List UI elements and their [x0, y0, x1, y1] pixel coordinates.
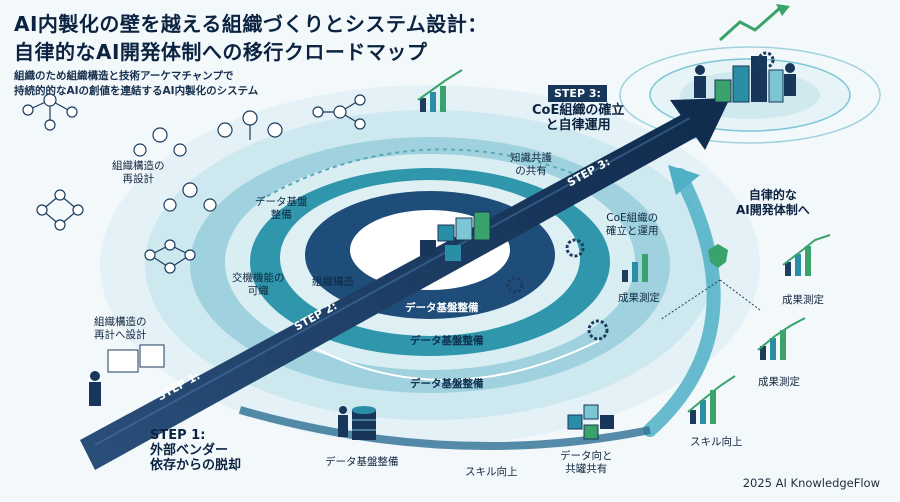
bar-chart-icon-right-2 — [757, 317, 806, 360]
footer-credit: 2025 AI KnowledgeFlow — [742, 476, 880, 490]
bottom-data-share-label: データ向と 共罐共有 — [560, 450, 613, 476]
page-title-line2: 自律的なAI開発体制への移行クロードマップ — [14, 40, 428, 64]
subtitle-line2: 持続的的なAIの創値を連結するAI内製化のシステム — [14, 85, 259, 97]
coe-ring-label-line1: CoE組織の — [606, 212, 659, 224]
measure-ring-label: 成果測定 — [618, 292, 660, 304]
measure-label-2: 成果測定 — [758, 376, 800, 388]
dashboard-icon-left-2 — [139, 344, 165, 368]
bar-chart-icon-top — [417, 69, 463, 112]
skill-up-right-label: スキル向上 — [690, 436, 743, 448]
knowledge-share-label: 知識共護 の共有 — [510, 152, 552, 178]
main-arrow-head — [670, 98, 730, 150]
autonomous-label: 自律的な AI開発体制へ — [736, 188, 810, 218]
autonomous-label-line1: 自律的な — [748, 188, 797, 202]
outer-band-label: データ基盤整備 — [410, 378, 484, 390]
org-recalc-label-line1: 組織構造の — [94, 316, 147, 328]
middle-band-label: データ基盤整備 — [410, 335, 484, 347]
main-arrow-body — [80, 110, 700, 470]
bottom-skill-up-label: スキル向上 — [465, 466, 518, 478]
cycle-arrow-top — [259, 148, 591, 201]
org-structure-ring-label: 組織構造 — [312, 276, 354, 288]
connector-right — [659, 279, 761, 321]
org-recalc-label-line2: 再計へ設計 — [94, 329, 147, 341]
network-icon-top — [312, 94, 366, 130]
org-redesign-label-line2: 再設計 — [122, 173, 155, 185]
bottom-data-infra-label: データ基盤整備 — [325, 456, 399, 468]
people-network-icon-2 — [133, 127, 187, 157]
step3-title-line1: CoE組織の確立 — [532, 103, 625, 118]
cycle-arrow-bottom — [299, 339, 601, 381]
page-title-line1: AI内製化の壁を越える組織づくりとシステム設計： — [14, 12, 488, 36]
person-icon-bottom — [338, 406, 348, 437]
data-infra-ring-label-line1: データ基盤 — [255, 196, 308, 208]
exchange-function-label: 交機機能の 可織 — [232, 272, 285, 298]
data-infra-ring-label: データ基盤 整備 — [255, 196, 308, 222]
subtitle-line1: 組織のため組織構造と技術アーケマチャンプで — [14, 70, 234, 82]
step3-badge: STEP 3: — [548, 85, 607, 102]
people-network-icon-3 — [163, 182, 217, 212]
core-cubes-icon — [420, 211, 491, 261]
bottom-data-share-label-line1: データ向と — [560, 450, 613, 462]
step1-block-title-line1: 外部ベンダー — [150, 443, 229, 458]
dashboard-icon-left — [107, 349, 139, 373]
measure-label-1: 成果測定 — [782, 294, 824, 306]
knowledge-share-label-line2: の共有 — [515, 165, 547, 177]
coe-ring-label: CoE組織の 確立と運用 — [606, 212, 659, 238]
exchange-function-label-line2: 可織 — [247, 285, 269, 297]
step1-block-title-line2: 依存からの脱却 — [150, 458, 242, 473]
share-cubes-icon — [567, 404, 614, 440]
network-icon-left-1 — [22, 93, 78, 131]
gear-icon-3 — [506, 276, 524, 294]
people-network-icon — [217, 110, 283, 140]
step3-title-line2: と自律運用 — [545, 118, 611, 133]
bar-chart-icon-ring — [622, 254, 648, 282]
main-arrow-stripe — [94, 117, 691, 446]
inner-band-label: データ基盤整備 — [405, 302, 479, 314]
bar-chart-icon-right-3 — [687, 375, 736, 424]
step1-block-label: STEP 1: — [150, 428, 206, 443]
knowledge-share-label-line1: 知識共護 — [510, 152, 552, 164]
autonomous-label-line2: AI開発体制へ — [736, 203, 810, 217]
bar-chart-icon-right-1 — [782, 234, 831, 276]
network-icon-left-2 — [36, 189, 84, 231]
platform-cubes-icon — [714, 4, 790, 103]
database-icon — [352, 406, 376, 440]
return-arrowhead — [668, 165, 700, 195]
network-icon-left-3 — [144, 239, 196, 274]
step3-title: CoE組織の確立 と自律運用 — [532, 103, 624, 133]
shield-check-icon — [708, 244, 728, 268]
data-infra-ring-label-line2: 整備 — [270, 209, 292, 221]
exchange-function-label-line1: 交機機能の — [232, 272, 285, 284]
platform-ring-outer — [619, 46, 881, 144]
return-arrow — [643, 168, 721, 437]
gear-icon-1 — [565, 238, 585, 258]
person-icon-platform — [694, 63, 796, 98]
person-icon-left — [89, 371, 101, 406]
org-recalc-label: 組織構造の 再計へ設計 — [94, 316, 147, 342]
org-redesign-label-line1: 組織構造の — [112, 160, 165, 172]
coe-ring-label-line2: 確立と運用 — [606, 225, 659, 237]
gear-icon-4 — [757, 51, 775, 69]
step1-block: STEP 1: 外部ベンダー 依存からの脱却 — [150, 428, 241, 473]
bottom-data-share-label-line2: 共罐共有 — [565, 463, 608, 475]
gear-icon-2 — [587, 319, 609, 341]
org-redesign-label: 組織構造の 再設計 — [112, 160, 165, 186]
